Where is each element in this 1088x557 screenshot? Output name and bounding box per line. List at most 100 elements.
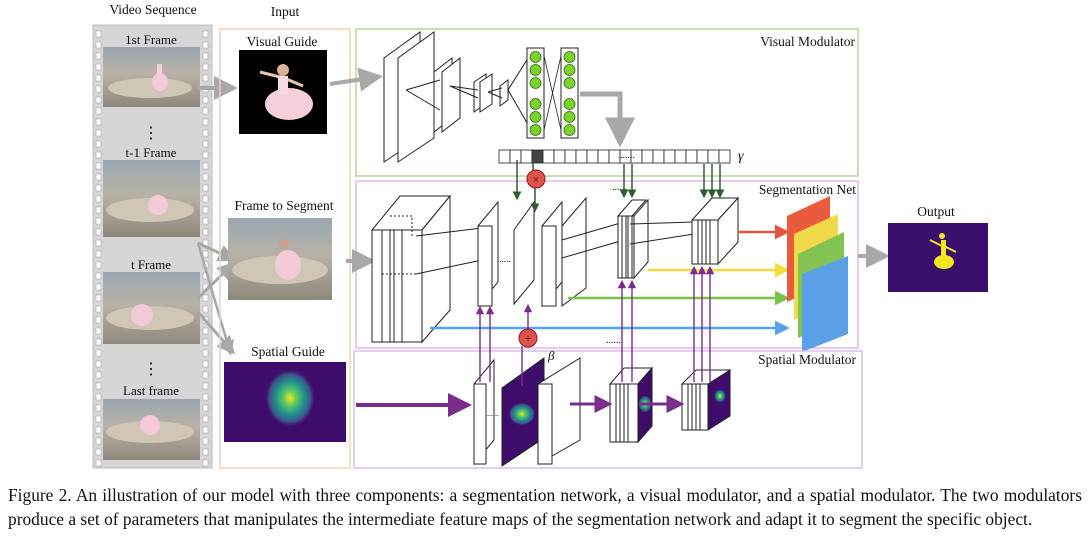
gamma-param-cell bbox=[575, 149, 588, 164]
sprocket-hole bbox=[202, 327, 209, 335]
sprocket-hole bbox=[95, 415, 102, 423]
sprocket-hole bbox=[95, 338, 102, 346]
caption-label: Figure 2. bbox=[8, 485, 72, 505]
multiply-operator: × bbox=[526, 169, 546, 189]
sprocket-hole bbox=[95, 151, 102, 159]
sprocket-hole bbox=[95, 404, 102, 412]
sprocket-hole bbox=[202, 393, 209, 401]
sprocket-hole bbox=[202, 382, 209, 390]
vgg-network-blocks bbox=[383, 31, 531, 163]
input-label: Input bbox=[271, 4, 300, 19]
sprocket-hole bbox=[95, 316, 102, 324]
fc-node bbox=[529, 111, 542, 123]
sprocket-hole bbox=[95, 426, 102, 434]
add-symbol: + bbox=[525, 331, 532, 345]
frame-last-label: Last frame bbox=[123, 383, 179, 398]
sprocket-hole bbox=[202, 217, 209, 225]
sprocket-hole bbox=[202, 349, 209, 357]
sprocket-hole bbox=[95, 52, 102, 60]
sprocket-hole bbox=[202, 129, 209, 137]
fc-node bbox=[529, 98, 542, 110]
fc-node bbox=[529, 51, 542, 63]
video-sequence-label: Video Sequence bbox=[109, 2, 196, 17]
sprocket-hole bbox=[95, 74, 102, 82]
sprocket-hole bbox=[202, 437, 209, 445]
sprocket-hole bbox=[95, 140, 102, 148]
sprocket-hole bbox=[95, 448, 102, 456]
frame-to-segment-label: Frame to Segment bbox=[235, 198, 334, 213]
gamma-param-cell bbox=[718, 149, 731, 164]
caption-text: An illustration of our model with three … bbox=[8, 485, 1082, 529]
sprocket-hole bbox=[95, 294, 102, 302]
multiply-symbol: × bbox=[533, 174, 539, 186]
sprocket-hole bbox=[95, 184, 102, 192]
frame-to-segment-image bbox=[228, 218, 332, 300]
fc-node bbox=[563, 51, 576, 63]
sprocket-hole bbox=[95, 96, 102, 104]
sprocket-hole bbox=[95, 437, 102, 445]
output-feature-stack bbox=[787, 196, 848, 352]
spatial-dots-1: ...... bbox=[487, 409, 499, 418]
visual-guide-arrow bbox=[329, 67, 383, 92]
gamma-param-cell bbox=[707, 149, 720, 164]
spatial-guide-label: Spatial Guide bbox=[251, 344, 325, 359]
sprocket-hole bbox=[202, 41, 209, 49]
sprocket-hole bbox=[202, 404, 209, 412]
fc-to-params-arrow bbox=[580, 91, 635, 148]
sprocket-hole bbox=[202, 195, 209, 203]
sprocket-hole bbox=[95, 360, 102, 368]
sprocket-hole bbox=[202, 140, 209, 148]
frame-t-minus-1-label: t-1 Frame bbox=[126, 145, 177, 160]
fc-node bbox=[563, 64, 576, 76]
spatial-guide-image bbox=[224, 362, 346, 442]
segmentation-feature-maps bbox=[370, 194, 740, 344]
sprocket-hole bbox=[202, 459, 209, 467]
sprocket-hole bbox=[95, 206, 102, 214]
gamma-param-cell bbox=[663, 149, 676, 164]
input-column-box bbox=[219, 28, 351, 469]
sprocket-hole bbox=[202, 305, 209, 313]
add-operator: + bbox=[518, 328, 538, 348]
sprocket-hole bbox=[95, 393, 102, 401]
output-image bbox=[888, 223, 988, 292]
sprocket-hole bbox=[95, 261, 102, 269]
fc-layer-2 bbox=[560, 47, 579, 139]
sprocket-hole bbox=[202, 96, 209, 104]
frame-1st-thumbnail bbox=[103, 47, 200, 107]
sprocket-hole bbox=[95, 195, 102, 203]
sprocket-hole bbox=[95, 129, 102, 137]
sprocket-hole bbox=[202, 63, 209, 71]
sprocket-hole bbox=[95, 30, 102, 38]
strip-to-input-arrows bbox=[196, 76, 238, 356]
sprocket-hole bbox=[95, 162, 102, 170]
sprocket-hole bbox=[202, 250, 209, 258]
sprocket-hole bbox=[95, 63, 102, 71]
gamma-param-cell bbox=[520, 149, 533, 164]
gamma-param-cell bbox=[586, 149, 599, 164]
figure-caption: Figure 2. An illustration of our model w… bbox=[8, 484, 1082, 531]
fc-node bbox=[529, 77, 542, 89]
sprocket-hole bbox=[95, 349, 102, 357]
sprocket-hole bbox=[202, 448, 209, 456]
frame-t-minus-1-thumbnail bbox=[103, 160, 200, 237]
frame-t-label: t Frame bbox=[131, 257, 171, 272]
spatial-heatmap-blob-3 bbox=[714, 389, 726, 403]
sprocket-hole bbox=[202, 107, 209, 115]
segnet-dots-2: ...... bbox=[612, 182, 627, 193]
sprocket-hole bbox=[95, 459, 102, 467]
beta-symbol: β bbox=[547, 348, 555, 363]
fc-layer-1 bbox=[526, 47, 545, 139]
video-sequence-strip: 1st Frame ⋮ t-1 Frame t Frame ⋮ Last fra… bbox=[92, 24, 213, 469]
sprocket-hole bbox=[202, 118, 209, 126]
frame-1st-label: 1st Frame bbox=[125, 32, 177, 47]
output-label: Output bbox=[917, 204, 955, 219]
sprocket-hole bbox=[202, 415, 209, 423]
visual-modulator-box bbox=[355, 28, 859, 177]
sprocket-hole bbox=[95, 228, 102, 236]
sprocket-hole bbox=[95, 173, 102, 181]
sprocket-hole bbox=[202, 206, 209, 214]
sprocket-hole bbox=[202, 52, 209, 60]
sprocket-hole bbox=[95, 382, 102, 390]
gamma-to-net-arrows bbox=[512, 160, 725, 213]
